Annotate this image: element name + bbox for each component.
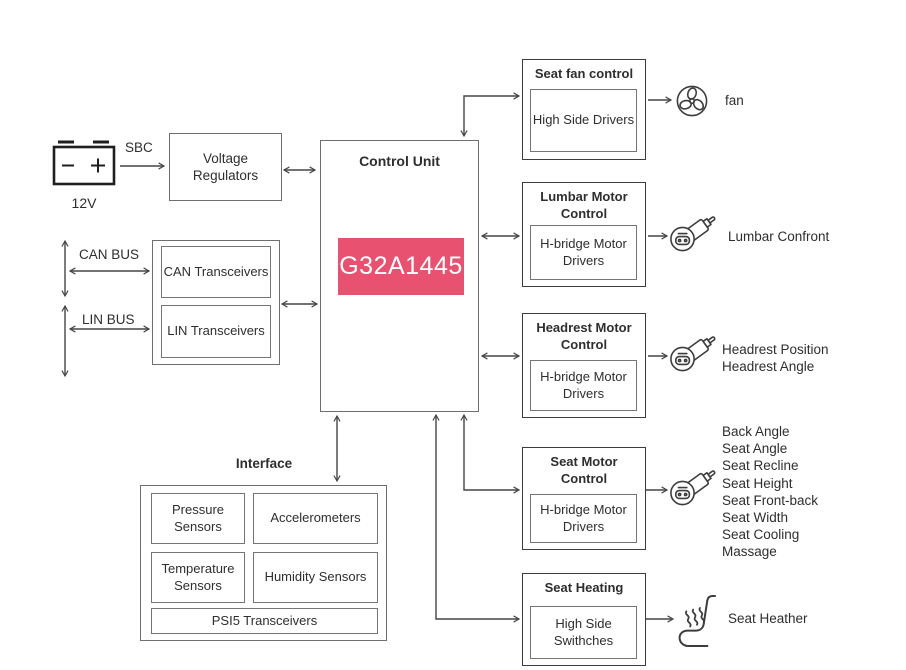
wire-cu-to-seat-fan [460, 92, 521, 138]
mcu-chip: G32A1445 [338, 238, 464, 295]
output-label: Headrest Angle [722, 359, 815, 375]
headrest-motor-control-title: Headrest Motor Control [536, 320, 632, 352]
headrest-motor-control-box: Headrest Motor Control H-bridge Motor Dr… [522, 313, 646, 418]
motor-icon [670, 465, 719, 506]
lin-bus-label: LIN BUS [82, 312, 135, 327]
control-unit-box: Control Unit G32A1445 [320, 140, 479, 412]
seat-heater-output-label: Seat Heather [728, 611, 808, 626]
output-label: Headrest Position [722, 342, 829, 357]
temperature-sensors-box: Temperature Sensors [151, 552, 245, 603]
lumbar-motor-control-title: Lumbar Motor Control [540, 189, 628, 221]
voltage-regulators-box: Voltage Regulators [169, 133, 282, 201]
output-label: Massage [722, 544, 777, 560]
seat-motor-control-title: Seat Motor Control [550, 454, 618, 486]
interface-title: Interface [235, 456, 293, 471]
seat-fan-control-box: Seat fan control High Side Drivers [522, 59, 646, 160]
output-label: Seat Width [722, 510, 789, 526]
seat-hbridge-box: H-bridge Motor Drivers [530, 494, 637, 543]
output-label: Seat Cooling [722, 527, 800, 543]
headrest-hbridge-box: H-bridge Motor Drivers [530, 360, 637, 411]
lumbar-motor-control-box: Lumbar Motor Control H-bridge Motor Driv… [522, 182, 646, 287]
motor-icon [670, 211, 719, 252]
fan-output-label: fan [725, 93, 744, 108]
output-label: Seat Front-back [722, 492, 819, 508]
wire-cu-to-seat-heating [432, 413, 521, 623]
lumbar-output-label: Lumbar Confront [728, 229, 830, 244]
battery-voltage-label: 12V [71, 195, 97, 211]
seat-fan-control-title: Seat fan control [534, 66, 634, 81]
transceivers-group-box: CAN Transceivers LIN Transceivers [152, 240, 280, 365]
seat-motor-control-box: Seat Motor Control H-bridge Motor Driver… [522, 447, 646, 550]
interface-group-box: Pressure Sensors Accelerometers Temperat… [140, 485, 387, 641]
headrest-output-labels: Headrest Position Headrest Angle [722, 341, 829, 375]
lin-transceivers-box: LIN Transceivers [161, 305, 271, 358]
high-side-switches-box: High Side Swithches [530, 606, 637, 659]
wire-cu-to-seat-motor [460, 413, 521, 494]
seat-heating-box: Seat Heating High Side Swithches [522, 573, 646, 666]
can-transceivers-box: CAN Transceivers [161, 246, 271, 298]
sbc-label: SBC [125, 140, 153, 155]
pressure-sensors-box: Pressure Sensors [151, 493, 245, 544]
psi5-transceivers-box: PSI5 Transceivers [151, 608, 378, 634]
battery-icon [52, 140, 116, 186]
seat-motor-output-labels: Back Angle Seat Angle Seat Recline Seat … [722, 423, 818, 561]
seat-heater-icon [678, 595, 716, 647]
seat-heating-title: Seat Heating [544, 580, 624, 595]
lumbar-hbridge-box: H-bridge Motor Drivers [530, 225, 637, 280]
output-label: Seat Recline [722, 458, 799, 474]
fan-icon [676, 85, 708, 117]
output-label: Seat Angle [722, 441, 788, 457]
humidity-sensors-box: Humidity Sensors [253, 552, 378, 603]
output-label: Seat Height [722, 475, 793, 491]
motor-icon [670, 331, 719, 372]
high-side-drivers-box: High Side Drivers [530, 89, 637, 152]
accelerometers-box: Accelerometers [253, 493, 378, 544]
can-bus-label: CAN BUS [79, 247, 140, 262]
output-label: Back Angle [722, 424, 790, 439]
control-unit-title: Control Unit [359, 153, 440, 169]
